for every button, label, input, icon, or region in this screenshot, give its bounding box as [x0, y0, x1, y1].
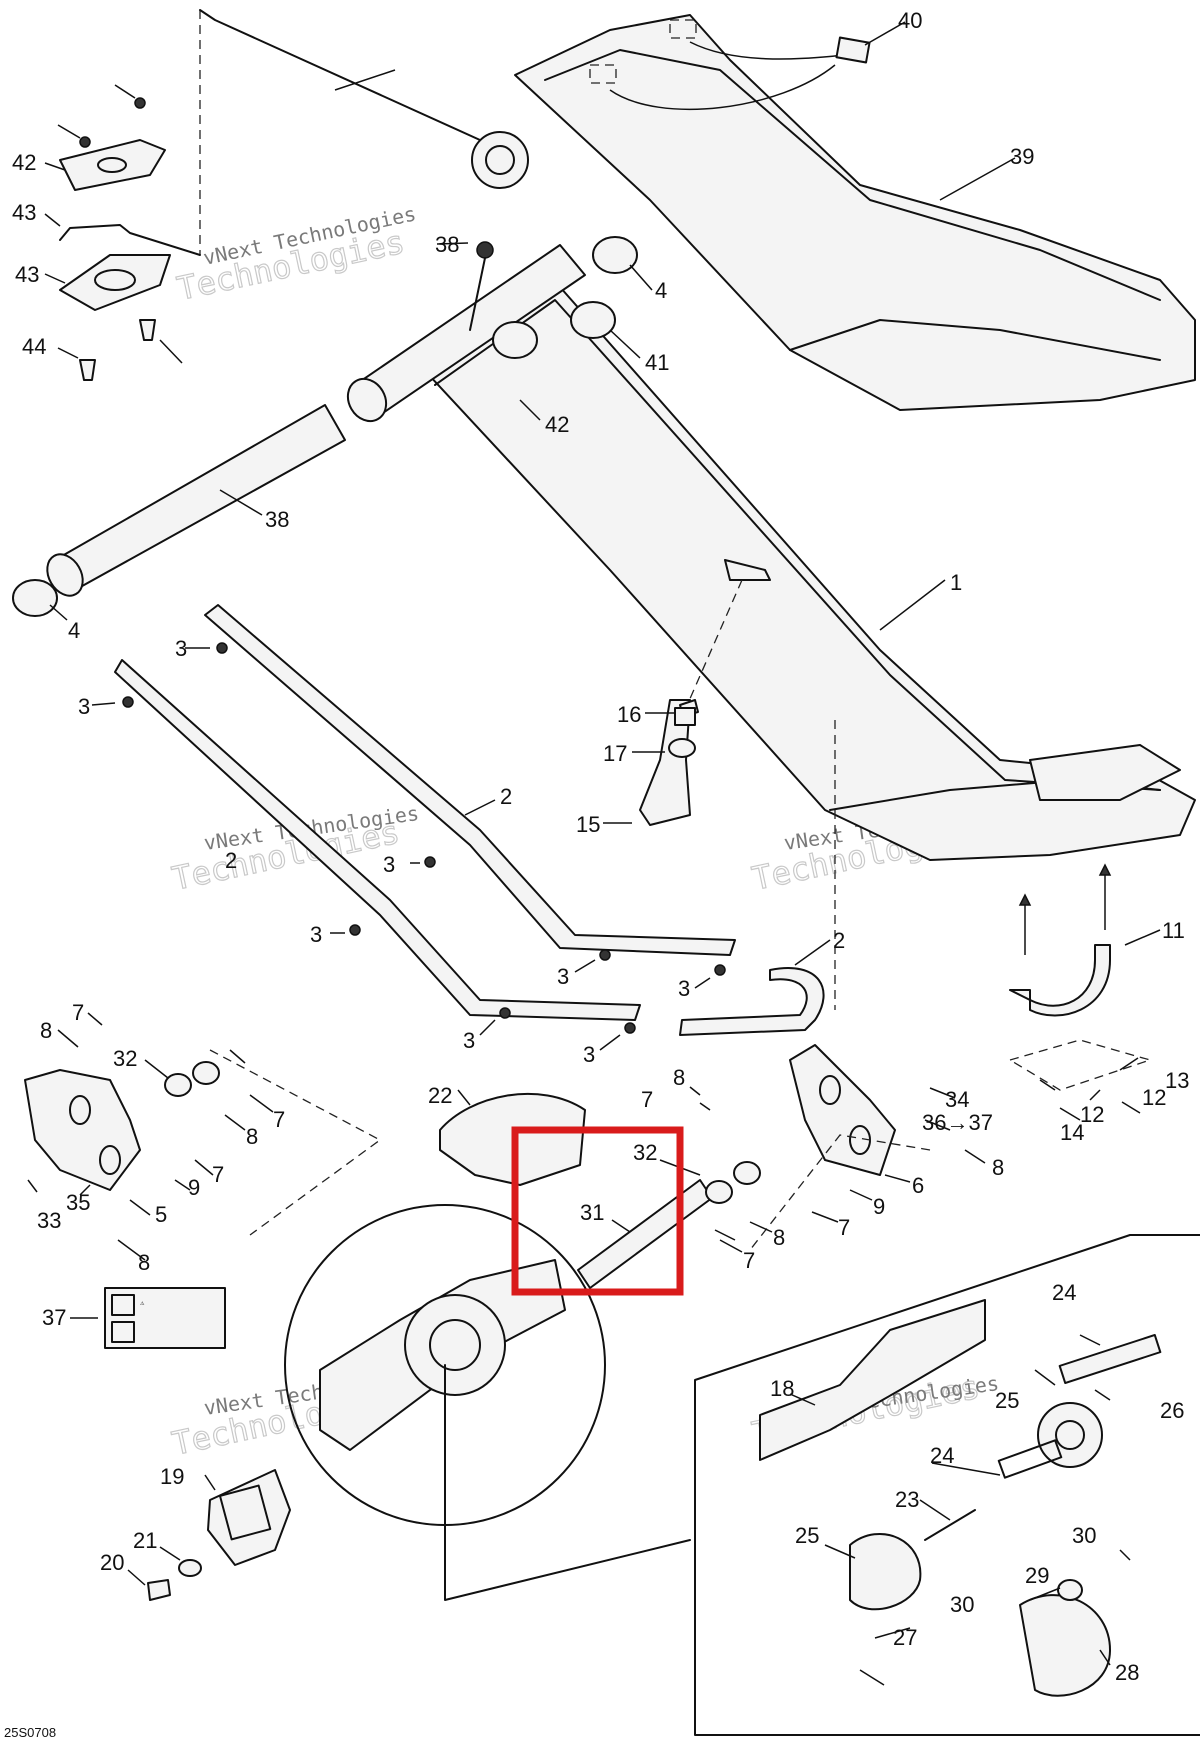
callout-12: 14 — [1060, 1120, 1084, 1145]
callout-36-37: 39 — [1010, 144, 1034, 169]
highlight-box-29 — [511, 1126, 684, 1296]
callout-6: 6 — [912, 1173, 924, 1198]
callout-8: 8 — [246, 1124, 258, 1149]
callout-8: 8 — [992, 1155, 1004, 1180]
pin-29 — [577, 1179, 713, 1289]
callout-7: 7 — [72, 1000, 84, 1025]
callout-3: 3 — [175, 636, 187, 661]
callout-7: 7 — [641, 1087, 653, 1112]
callout-4: 4 — [655, 278, 667, 303]
callout-15: 17 — [603, 741, 627, 766]
callout-28: 30 — [950, 1592, 974, 1617]
callout-40: 43 — [15, 262, 39, 287]
callout-3: 3 — [310, 922, 322, 947]
runners-2 — [114, 604, 825, 1036]
callout-3: 3 — [383, 852, 395, 877]
callout-25: 27 — [893, 1625, 917, 1650]
callout-8: 8 — [773, 1225, 785, 1250]
callout-34: 38 — [265, 507, 289, 532]
callout-9: 9 — [188, 1175, 200, 1200]
callout-7: 7 — [212, 1162, 224, 1187]
callout-4: 4 — [68, 618, 80, 643]
brackets-5-6 — [24, 1044, 931, 1251]
bracket-10 — [1008, 863, 1153, 1091]
seat-36 — [514, 14, 1196, 411]
ski-leg-1 — [414, 269, 1196, 1010]
callout-31: 34 — [945, 1087, 969, 1112]
callout-21: 23 — [895, 1487, 919, 1512]
callout-3: 3 — [583, 1042, 595, 1067]
callout-11: 12 — [1142, 1085, 1166, 1110]
callout-19: 21 — [133, 1528, 157, 1553]
callout-3: 3 — [678, 976, 690, 1001]
callout-42: 44 — [22, 334, 46, 359]
decal-text: ⚠ — [140, 1301, 145, 1307]
callout-8: 8 — [40, 1018, 52, 1043]
callout-11: 12 — [1080, 1102, 1104, 1127]
callout-39: 42 — [12, 150, 36, 175]
callout-31: 33 — [37, 1208, 61, 1233]
parts-17-19-33: ⚠ — [104, 1287, 291, 1601]
callout-16: 18 — [770, 1376, 794, 1401]
callout-2: 2 — [500, 784, 512, 809]
callout-1: 1 — [950, 570, 962, 595]
callout-24: 25 — [995, 1388, 1019, 1413]
callout-7: 7 — [743, 1248, 755, 1273]
callout-8: 8 — [138, 1250, 150, 1275]
callout-3: 3 — [463, 1028, 475, 1053]
callout-3: 3 — [78, 694, 90, 719]
callout-32: 36→37 — [922, 1110, 993, 1135]
callout-17: 19 — [160, 1464, 184, 1489]
callout-22: 24 — [930, 1443, 954, 1468]
callout-13: 15 — [576, 812, 600, 837]
callout-25: 26 — [1160, 1398, 1184, 1423]
callout-37: 40 — [898, 8, 922, 33]
callout-32: 35 — [66, 1190, 90, 1215]
callout-8: 8 — [673, 1065, 685, 1090]
callout-41: 43 — [12, 200, 36, 225]
callout-20: 22 — [428, 1083, 452, 1108]
detail-circle — [284, 1204, 691, 1601]
bolt-13 — [639, 699, 699, 826]
callout-numbers: 40 39 42 43 43 44 38 4 41 42 38 4 1 3 3 … — [12, 8, 1189, 1685]
callout-35: 38 — [435, 232, 459, 257]
callout-12: 13 — [1165, 1068, 1189, 1093]
callout-2: 2 — [225, 848, 237, 873]
callout-26: 28 — [1115, 1660, 1139, 1685]
figure-code: 25S0708 — [4, 1725, 56, 1740]
callout-14: 16 — [617, 702, 641, 727]
callout-10: 11 — [1162, 918, 1185, 943]
callout-27: 29 — [1025, 1563, 1049, 1588]
callout-33: 37 — [42, 1305, 66, 1330]
leader-lines — [27, 21, 1161, 1686]
callout-29: 31 — [580, 1200, 604, 1225]
parts-39-44 — [59, 9, 529, 381]
tube-and-shaft — [12, 236, 638, 617]
callout-5: 5 — [155, 1202, 167, 1227]
callout-30: 32 — [113, 1046, 137, 1071]
callout-23: 24 — [1052, 1280, 1076, 1305]
callout-3: 3 — [557, 964, 569, 989]
callout-7: 7 — [838, 1215, 850, 1240]
callout-30: 32 — [633, 1140, 657, 1165]
callout-28: 30 — [1072, 1523, 1096, 1548]
inset-box — [694, 1234, 1200, 1736]
callout-9: 9 — [873, 1194, 885, 1219]
callout-2: 2 — [833, 928, 845, 953]
callout-38: 42 — [545, 412, 569, 437]
callout-24: 25 — [795, 1523, 819, 1548]
callout-18: 20 — [100, 1550, 124, 1575]
callout-38: 41 — [645, 350, 669, 375]
callout-7: 7 — [273, 1107, 285, 1132]
